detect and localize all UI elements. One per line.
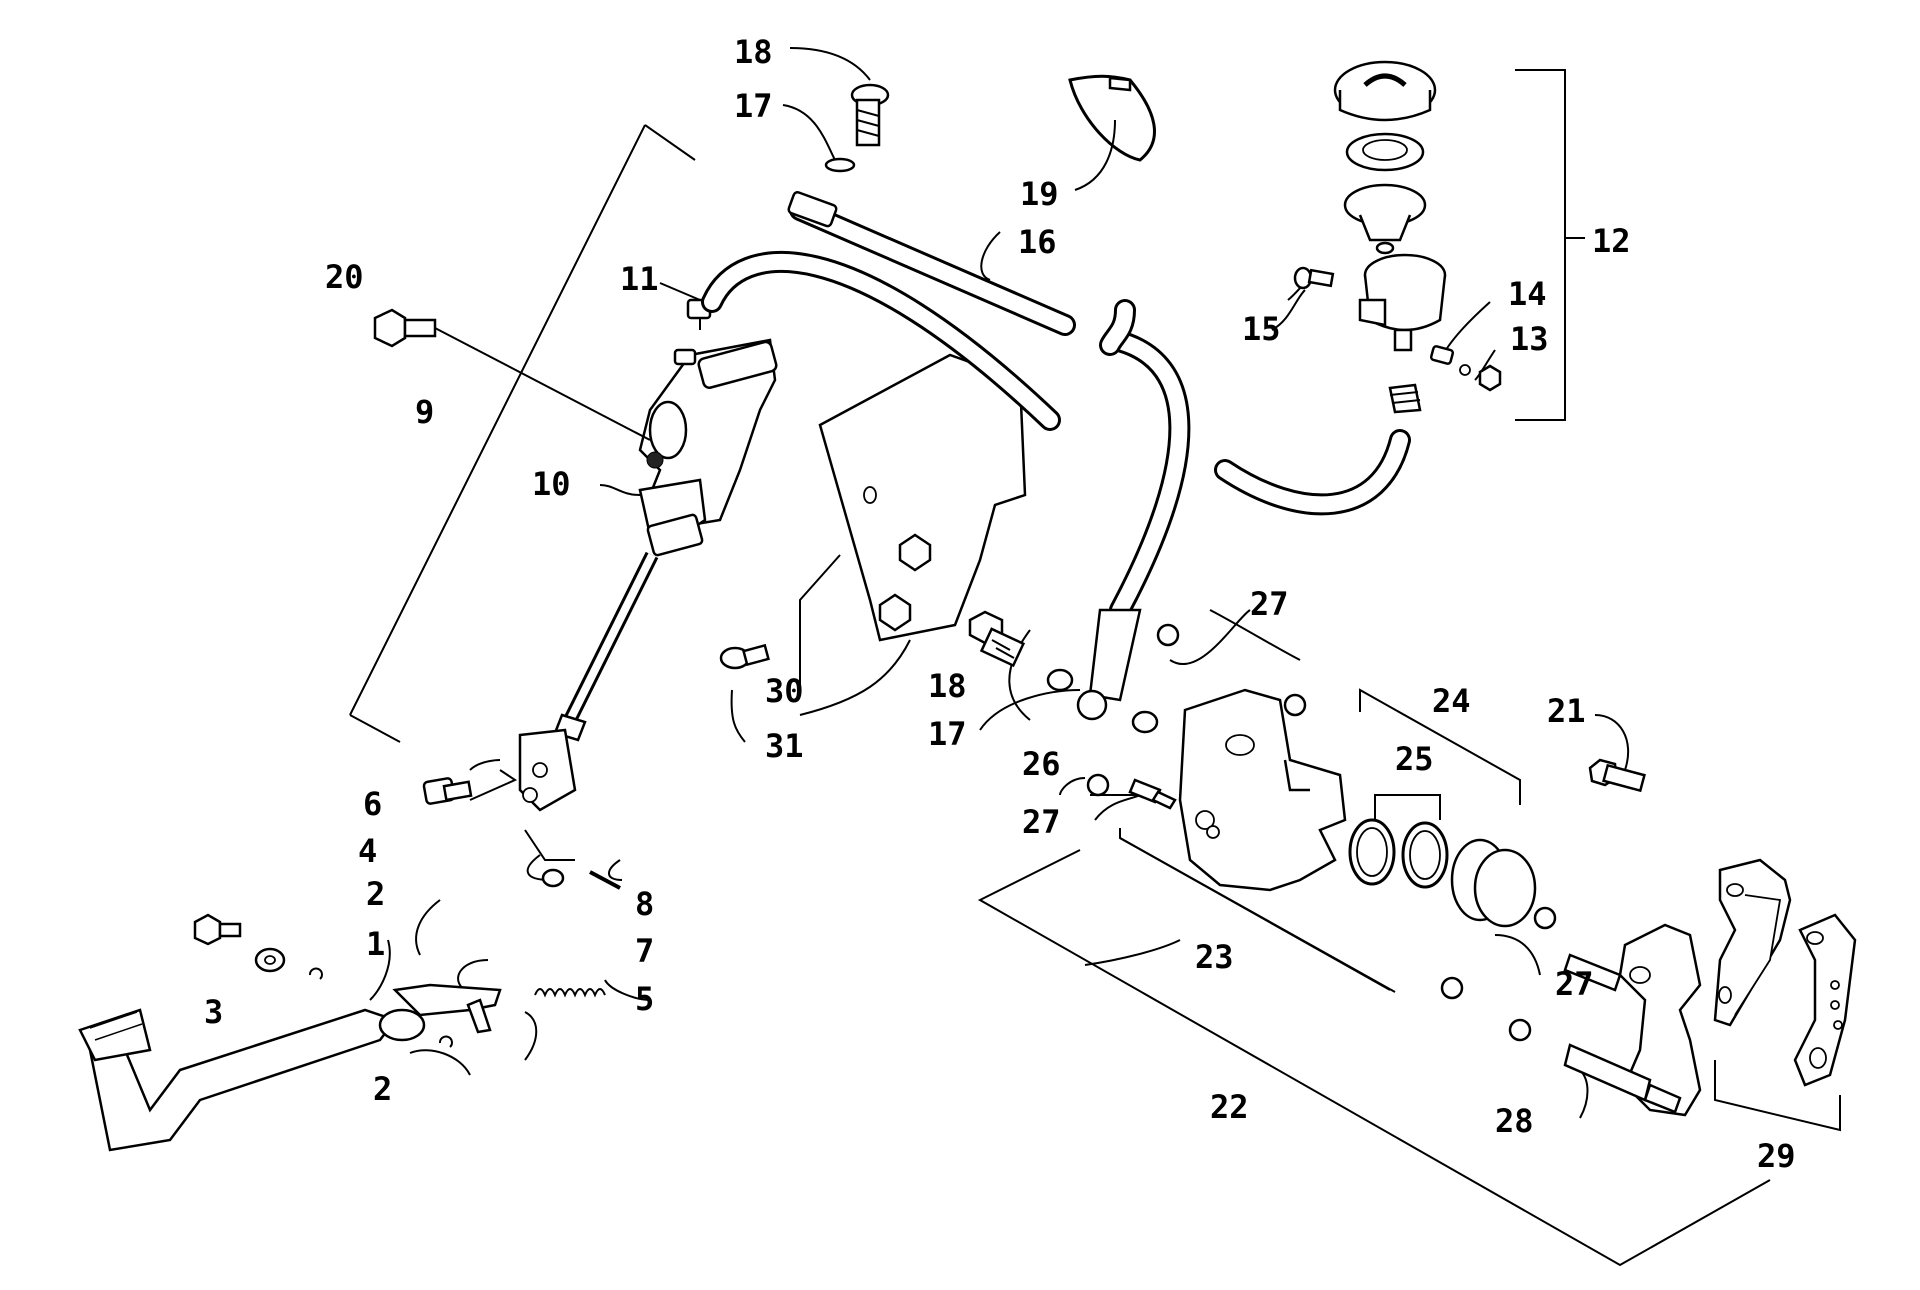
brake-hose-16 [701, 191, 1411, 721]
bolt-21 [1588, 758, 1646, 793]
washer-7 [541, 868, 565, 888]
washer-17-lower [1046, 668, 1159, 734]
bracket-23 [1119, 828, 1396, 993]
callout-15: 15 [1242, 310, 1281, 348]
piston-24 [1450, 838, 1537, 928]
washer-27 [1086, 623, 1557, 1042]
caliper-body-23 [1178, 688, 1347, 892]
bracket-6-8 [469, 769, 575, 861]
callout-10: 10 [532, 465, 571, 503]
screw-15 [1293, 266, 1335, 290]
callout-1: 1 [366, 925, 385, 963]
bracket-29 [1714, 1060, 1841, 1132]
callout-7: 7 [635, 932, 654, 970]
callout-29: 29 [1757, 1137, 1796, 1175]
callout-30: 30 [765, 672, 804, 710]
clip-2 [309, 967, 453, 1048]
callout-24: 24 [1432, 682, 1471, 720]
callout-22: 22 [1210, 1088, 1249, 1126]
washer-3 [254, 947, 286, 973]
master-cylinder [553, 338, 778, 742]
bleeder-26 [1128, 778, 1177, 810]
callout-3: 3 [204, 993, 223, 1031]
callout-13: 13 [1510, 320, 1549, 358]
callout-8: 8 [635, 885, 654, 923]
pin-14 [1429, 345, 1455, 365]
pin-6 [422, 777, 473, 805]
leader-lines [369, 47, 1630, 1119]
callout-11: 11 [620, 260, 659, 298]
banjo-bolt-18-lower [968, 610, 1026, 668]
callout-27: 27 [1022, 803, 1061, 841]
reservoir-12 [1333, 60, 1447, 414]
nut-13 [1459, 364, 1502, 392]
bracket-22 [977, 849, 1771, 1267]
callout-21: 21 [1547, 692, 1586, 730]
callout-6: 6 [363, 785, 382, 823]
callout-20: 20 [325, 258, 364, 296]
callout-28: 28 [1495, 1102, 1534, 1140]
seals-25 [1348, 818, 1449, 889]
banjo-bolt-18-top [850, 83, 890, 147]
callout-17: 17 [734, 87, 773, 125]
callout-18: 18 [928, 667, 967, 705]
callout-18: 18 [734, 33, 773, 71]
screw-31 [719, 643, 770, 670]
callout-4: 4 [358, 832, 377, 870]
callout-9: 9 [415, 393, 434, 431]
bolt-20 [373, 308, 651, 441]
callout-23: 23 [1195, 938, 1234, 976]
callout-25: 25 [1395, 740, 1434, 778]
callout-17: 17 [928, 715, 967, 753]
callout-5: 5 [635, 980, 654, 1018]
bracket-24 [1359, 688, 1521, 805]
brake-pads-29 [1713, 858, 1857, 1087]
spring-5 [534, 988, 606, 998]
brake-pedal [78, 983, 502, 1152]
clevis [518, 728, 577, 812]
washer-17-top [824, 157, 856, 173]
cotter-pin-8 [589, 870, 621, 890]
caliper-bracket-28 [1563, 923, 1702, 1117]
callout-14: 14 [1508, 275, 1547, 313]
callout-31: 31 [765, 727, 804, 765]
callout-2: 2 [373, 1070, 392, 1108]
callout-2: 2 [366, 875, 385, 913]
callout-19: 19 [1020, 175, 1059, 213]
callout-26: 26 [1022, 745, 1061, 783]
callout-12: 12 [1592, 222, 1631, 260]
callout-27: 27 [1555, 965, 1594, 1003]
mounting-bracket-30 [818, 353, 1027, 642]
bracket-12 [1515, 69, 1585, 421]
bracket-9 [349, 124, 696, 743]
callouts: 1 2 2 3 4 5 6 7 8 9 10 11 12 13 14 15 16… [204, 33, 1796, 1175]
callout-16: 16 [1018, 223, 1057, 261]
callout-27: 27 [1250, 585, 1289, 623]
bolt-4 [193, 913, 242, 946]
bracket-25 [1374, 794, 1441, 820]
clamp-19 [1068, 74, 1156, 162]
